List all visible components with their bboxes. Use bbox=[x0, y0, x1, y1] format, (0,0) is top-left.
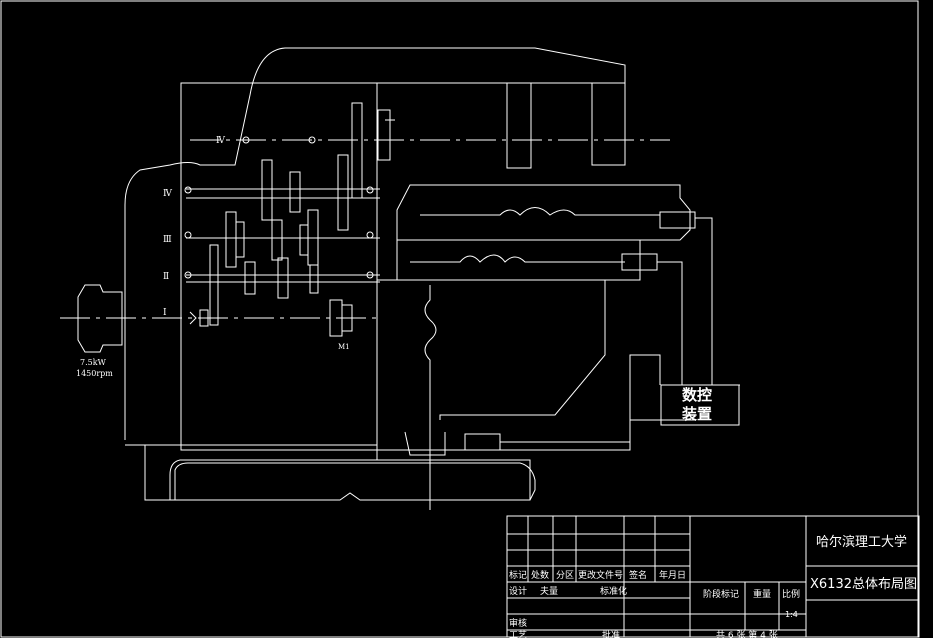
bearing-marks bbox=[184, 136, 374, 279]
machine-base bbox=[144, 445, 531, 501]
gearbox-housing bbox=[180, 82, 378, 451]
svg-text:签名: 签名 bbox=[629, 569, 647, 581]
title-block-stage-row: 阶段标记 重量 比例 bbox=[703, 588, 800, 600]
gear-iv-2 bbox=[289, 171, 301, 213]
gear-ii-2 bbox=[244, 261, 256, 295]
svg-text:重量: 重量 bbox=[753, 588, 771, 600]
svg-text:阶段标记: 阶段标记 bbox=[703, 588, 739, 600]
shaft-label-top: Ⅳ bbox=[216, 136, 226, 146]
shaft-label-ii: Ⅱ bbox=[163, 272, 169, 282]
title-block bbox=[506, 515, 920, 638]
svg-text:处数: 处数 bbox=[531, 569, 549, 581]
gear-iii-2 bbox=[271, 219, 283, 261]
spindle-gear-2 bbox=[377, 109, 391, 161]
shaft-label-iii: Ⅲ bbox=[163, 235, 172, 245]
wire-knee bbox=[500, 354, 661, 443]
svg-text:标记: 标记 bbox=[509, 569, 527, 581]
cnc-label-line1: 数控 bbox=[682, 386, 712, 404]
floor-line bbox=[377, 419, 695, 451]
svg-text:比例: 比例 bbox=[782, 588, 800, 600]
work-table bbox=[396, 184, 691, 241]
svg-text:标准化: 标准化 bbox=[600, 585, 627, 597]
cnc-unit-box bbox=[660, 384, 740, 426]
spindle-gear-1 bbox=[351, 102, 363, 199]
motor-power: 7.5kW bbox=[80, 358, 107, 367]
process-label: 工艺 bbox=[509, 630, 527, 638]
svg-text:更改文件号: 更改文件号 bbox=[578, 569, 623, 581]
shaft-label-i: Ⅰ bbox=[163, 308, 167, 318]
gear-iv-1 bbox=[261, 159, 273, 221]
gear-iii-1 bbox=[225, 211, 237, 268]
wire-saddle bbox=[657, 261, 683, 385]
table-motor bbox=[659, 211, 696, 229]
motor-speed: 1450rpm bbox=[76, 369, 113, 378]
column-outline bbox=[124, 47, 626, 440]
knee-screw bbox=[424, 285, 437, 510]
base-inner bbox=[174, 462, 536, 501]
saddle bbox=[396, 239, 641, 281]
gear-ii-3 bbox=[277, 257, 289, 299]
title-block-design-row: 设计 夫量 标准化 bbox=[509, 585, 627, 597]
svg-text:分区: 分区 bbox=[556, 570, 574, 581]
overarm-support-right bbox=[591, 82, 626, 166]
svg-text:年月日: 年月日 bbox=[659, 569, 686, 581]
review-label: 审核 bbox=[509, 617, 527, 629]
drawing-title: X6132总体布局图 bbox=[810, 577, 917, 592]
cnc-label-line2: 装置 bbox=[681, 405, 712, 423]
title-block-header-row: 标记 处数 分区 更改文件号 签名 年月日 bbox=[509, 569, 686, 581]
sheet-count: 共 6 张 第 4 张 bbox=[716, 629, 778, 638]
saddle-screw bbox=[410, 254, 625, 263]
table-screw bbox=[420, 207, 660, 216]
wire-table bbox=[695, 217, 740, 386]
knee-motor bbox=[464, 433, 501, 451]
svg-text:夫量: 夫量 bbox=[540, 585, 558, 597]
overarm-support-left bbox=[506, 82, 532, 169]
motor bbox=[77, 284, 123, 353]
gear-iv-3 bbox=[337, 154, 349, 231]
approve-label: 批准 bbox=[602, 629, 620, 638]
knee-body bbox=[439, 280, 606, 420]
university-name: 哈尔滨理工大学 bbox=[816, 534, 907, 550]
svg-text:设计: 设计 bbox=[509, 585, 527, 597]
scale-value: 1:4 bbox=[785, 610, 798, 619]
clutch-label: M1 bbox=[338, 343, 350, 351]
gear-ii-1 bbox=[209, 244, 219, 326]
shaft-label-iv: Ⅳ bbox=[163, 189, 173, 199]
